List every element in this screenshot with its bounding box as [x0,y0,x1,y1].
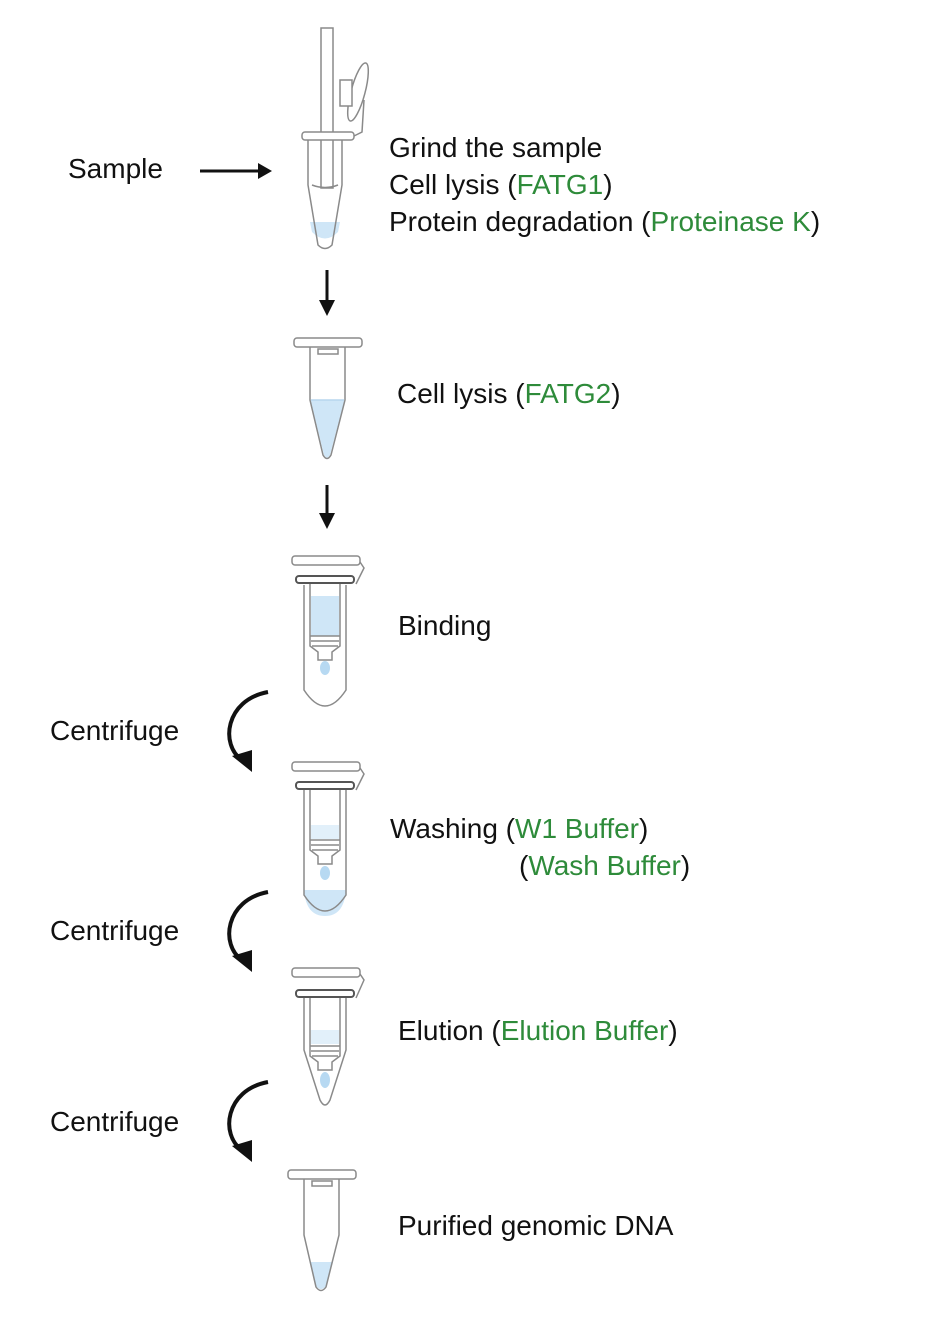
down-arrow-icon [319,485,335,529]
reagent-w1-buffer: W1 Buffer [515,813,639,844]
step-final: Purified genomic DNA [398,1210,674,1241]
text: ) [680,850,691,881]
reagent-fatg1: FATG1 [516,169,604,200]
text: Cell lysis ( [397,378,525,409]
text: Protein degradation ( [389,206,651,237]
tube-with-pestle-icon [301,27,370,250]
step-elution: Elution (Elution Buffer) [398,1014,678,1048]
reagent-fatg2: FATG2 [524,378,612,409]
microtube-icon [293,337,363,460]
sample-label: Sample [68,153,163,184]
reagent-wash-buffer: Wash Buffer [528,850,681,881]
step-binding: Binding [398,610,492,641]
centrifuge-arrow-icon [227,690,269,772]
text: ) [611,378,621,409]
step-grind-line3: Protein degradation (Proteinase K) [389,205,820,239]
step-grind-line1: Grind the sample [389,132,603,163]
text: ) [810,206,821,237]
spin-column-elution-icon [291,967,365,1106]
text: Cell lysis ( [389,169,517,200]
text: ) [639,813,649,844]
step-washing-line2: (Wash Buffer) [519,849,690,883]
sample-arrow-icon [200,163,272,179]
microtube-dna-icon [287,1169,357,1292]
text: Elution ( [398,1015,501,1046]
spin-column-binding-icon [291,555,365,707]
centrifuge-arrow-icon [227,1080,269,1162]
spin-column-washing-icon [291,761,365,916]
text: ( [519,850,529,881]
reagent-proteinase-k: Proteinase K [650,206,811,237]
centrifuge-label: Centrifuge [50,715,180,746]
down-arrow-icon [319,270,335,316]
centrifuge-arrow-icon [227,890,269,972]
text: ) [668,1015,678,1046]
step-washing-line1: Washing (W1 Buffer) [390,812,648,846]
step-lysis2: Cell lysis (FATG2) [397,377,621,411]
text: Washing ( [390,813,516,844]
centrifuge-label: Centrifuge [50,1106,180,1137]
centrifuge-label: Centrifuge [50,915,180,946]
reagent-elution-buffer: Elution Buffer [500,1015,669,1046]
step-grind-line2: Cell lysis (FATG1) [389,168,613,202]
text: ) [603,169,613,200]
